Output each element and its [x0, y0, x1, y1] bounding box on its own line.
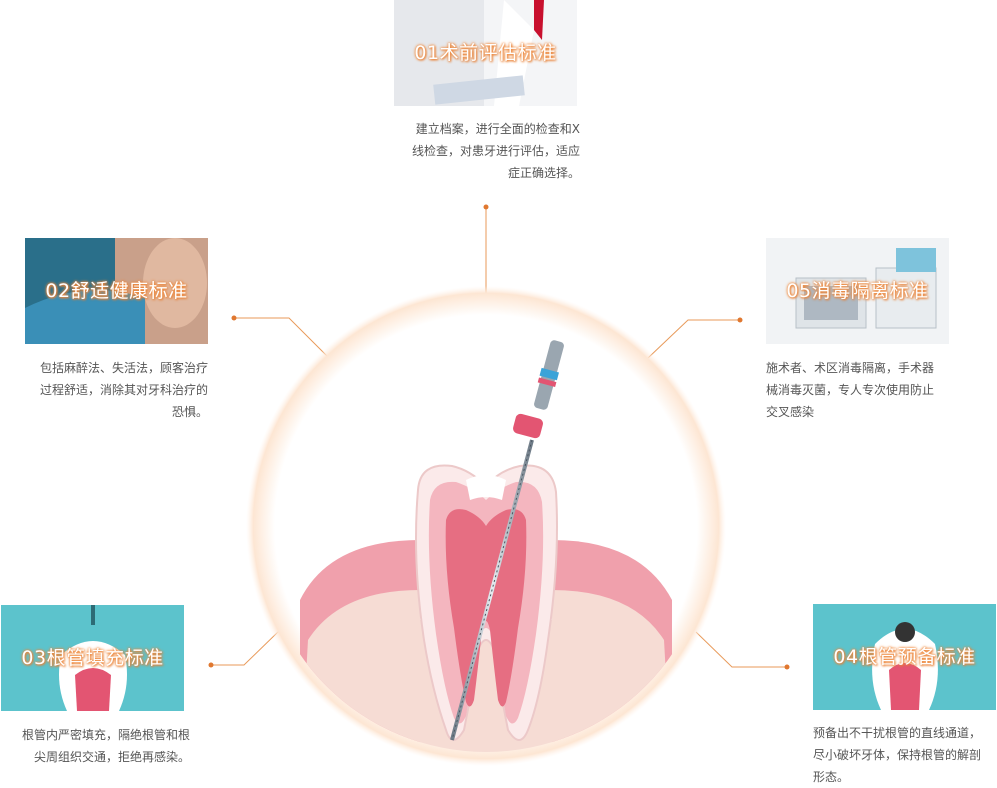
- root-preparation-illustration: [813, 604, 996, 710]
- dental-care-photo: [25, 238, 208, 344]
- connector-line-05: [647, 319, 740, 359]
- connector-dot-02: [231, 315, 237, 321]
- card-01-title: 01术前评估标准: [414, 42, 557, 64]
- card-05-description: 施术者、术区消毒隔离，手术器 械消毒灭菌，专人专次使用防止 交叉感染: [766, 357, 956, 423]
- card-02: 02舒适健康标准: [25, 238, 208, 344]
- connector-line-03: [211, 629, 281, 666]
- card-02-title: 02舒适健康标准: [45, 280, 188, 302]
- connector-dot-01: [483, 204, 489, 210]
- card-05-line: 交叉感染: [766, 405, 815, 419]
- card-03-line: 尖周组织交通，拒绝再感染。: [33, 750, 190, 764]
- card-01-line: 建立档案，进行全面的检查和X: [415, 122, 580, 136]
- card-05-line: 械消毒灭菌，专人专次使用防止: [766, 383, 935, 397]
- file-band-blue: [539, 367, 559, 381]
- card-03: 03根管填充标准: [1, 605, 184, 711]
- card-03-line: 根管内严密填充，隔绝根管和根: [21, 728, 190, 742]
- file-stopper: [513, 413, 543, 439]
- connector-line-04: [695, 631, 787, 668]
- card-03-title: 03根管填充标准: [21, 647, 164, 669]
- card-01-description: 建立档案，进行全面的检查和X 线检查，对患牙进行评估，适应 症正确选择。: [394, 118, 580, 184]
- connector-dot-05: [737, 317, 743, 323]
- card-03-description: 根管内严密填充，隔绝根管和根 尖周组织交通，拒绝再感染。: [0, 724, 190, 768]
- card-02-description: 包括麻醉法、失活法，顾客治疗 过程舒适，消除其对牙科治疗的 恐惧。: [22, 357, 208, 423]
- card-01-line: 症正确选择。: [507, 166, 580, 180]
- card-02-line: 恐惧。: [171, 405, 208, 419]
- connector-dot-04: [784, 664, 790, 670]
- sterilizer-photo: [766, 238, 949, 344]
- card-04-description: 预备出不干扰根管的直线通道， 尽小破坏牙体，保持根管的解剖 形态。: [813, 722, 997, 788]
- card-05-line: 施术者、术区消毒隔离，手术器: [766, 361, 935, 375]
- doctor-photo: [394, 0, 577, 106]
- root-filling-illustration: [1, 605, 184, 711]
- card-02-line: 过程舒适，消除其对牙科治疗的: [39, 383, 208, 397]
- card-04-title: 04根管预备标准: [833, 646, 976, 668]
- connector-dot-03: [208, 662, 214, 668]
- card-04-line: 形态。: [813, 770, 850, 784]
- root-canal-file: [450, 439, 534, 741]
- card-05: 05消毒隔离标准: [766, 238, 949, 344]
- card-04-line: 预备出不干扰根管的直线通道，: [813, 726, 982, 740]
- connector-line-02: [234, 317, 328, 357]
- card-01: 01术前评估标准: [394, 0, 577, 106]
- card-05-title: 05消毒隔离标准: [786, 280, 929, 302]
- card-02-line: 包括麻醉法、失活法，顾客治疗: [39, 361, 208, 375]
- card-04: 04根管预备标准: [813, 604, 996, 710]
- access-cavity: [466, 475, 506, 500]
- file-band-red: [537, 377, 557, 387]
- card-01-line: 线检查，对患牙进行评估，适应: [411, 144, 580, 158]
- card-04-line: 尽小破坏牙体，保持根管的解剖: [813, 748, 982, 762]
